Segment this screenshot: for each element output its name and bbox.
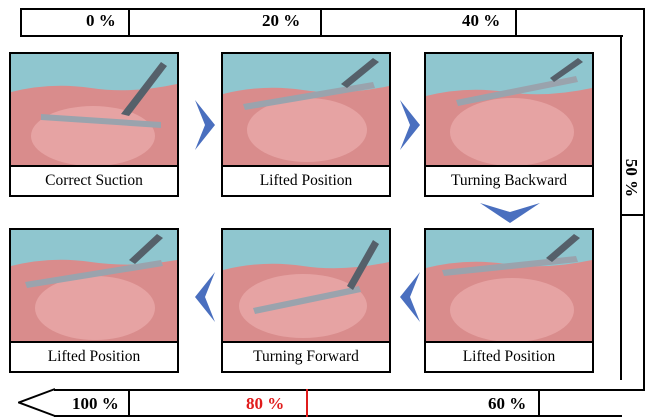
track-top-tick-40 bbox=[320, 8, 322, 37]
track-bottom-tick-60 bbox=[538, 389, 540, 417]
chevron-right-icon bbox=[193, 100, 217, 150]
panel-turning-backward: Turning Backward bbox=[424, 52, 594, 197]
panel-correct-suction: Correct Suction bbox=[9, 52, 179, 197]
panel-caption: Correct Suction bbox=[11, 165, 177, 195]
panel-turning-forward: Turning Forward bbox=[221, 228, 391, 373]
track-right-outer bbox=[643, 8, 645, 391]
percent-label-60: 60 % bbox=[488, 394, 526, 414]
track-bottom-tick-100 bbox=[128, 389, 130, 417]
percent-label-20: 20 % bbox=[262, 11, 300, 31]
track-top-tick-20 bbox=[128, 8, 130, 37]
panel-lifted-position-1: Lifted Position bbox=[221, 52, 391, 197]
track-arrow-head bbox=[18, 388, 78, 418]
track-bottom-line-lower bbox=[54, 415, 622, 417]
track-right-tick-50 bbox=[620, 214, 645, 216]
percent-label-100: 100 % bbox=[72, 394, 119, 414]
panel-caption: Turning Backward bbox=[426, 165, 592, 195]
track-right-top-cap bbox=[621, 8, 645, 10]
percent-label-50: 50 % bbox=[621, 159, 641, 197]
panel-lifted-position-3: Lifted Position bbox=[9, 228, 179, 373]
percent-label-0: 0 % bbox=[86, 11, 116, 31]
percent-label-40: 40 % bbox=[462, 11, 500, 31]
track-top-tick-50 bbox=[515, 8, 517, 37]
panel-caption: Turning Forward bbox=[223, 341, 389, 371]
track-right-inner bbox=[620, 35, 622, 380]
chevron-left-icon bbox=[193, 272, 217, 322]
chevron-down-icon bbox=[480, 201, 540, 225]
panel-caption: Lifted Position bbox=[223, 165, 389, 195]
chevron-left-icon bbox=[398, 272, 422, 322]
track-top-left-edge bbox=[20, 8, 22, 37]
panel-caption: Lifted Position bbox=[11, 341, 177, 371]
panel-caption: Lifted Position bbox=[426, 341, 592, 371]
track-bottom-line bbox=[54, 389, 645, 391]
percent-label-80: 80 % bbox=[246, 394, 284, 414]
panel-lifted-position-2: Lifted Position bbox=[424, 228, 594, 373]
track-bottom-tick-80 bbox=[306, 389, 308, 417]
chevron-right-icon bbox=[398, 100, 422, 150]
